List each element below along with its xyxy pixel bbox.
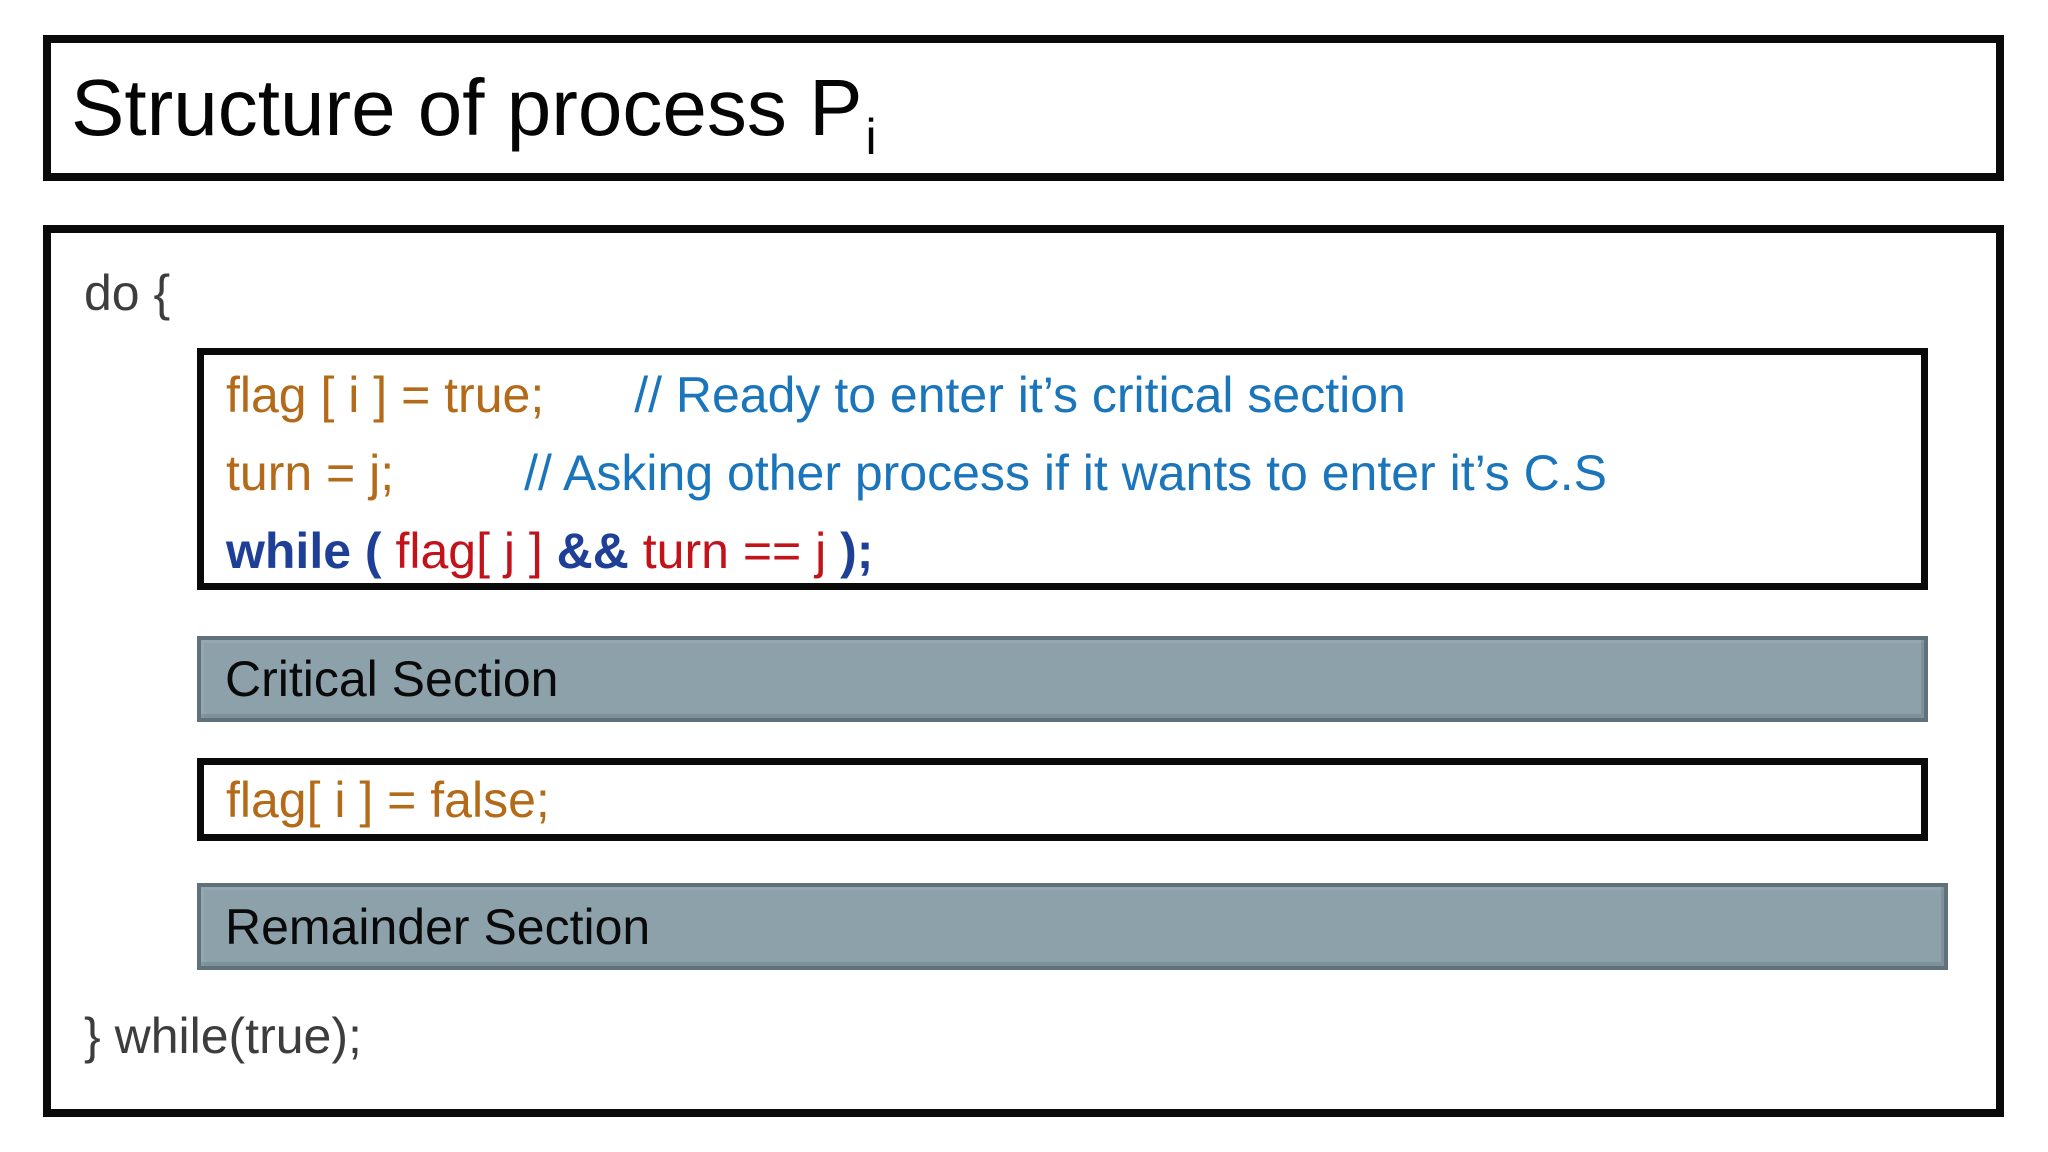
code-and-operator: && [556, 523, 643, 579]
page-title: Structure of process Pi [71, 62, 877, 165]
entry-section-code-box: flag [ i ] = true; // Ready to enter it’s… [197, 348, 1928, 590]
code-turn-j: turn = j; [226, 445, 395, 501]
code-flag-j-condition: flag[ j ] [395, 523, 557, 579]
code-flag-i-true: flag [ i ] = true; [226, 367, 545, 423]
code-line-while-wait: while ( flag[ j ] && turn == j ); [226, 512, 1921, 590]
comment-ready-to-enter: // Ready to enter it’s critical section [634, 367, 1406, 423]
code-line-turn-j: turn = j; // Asking other process if it w… [226, 434, 1921, 512]
do-loop-close-label: } while(true); [84, 1008, 362, 1064]
title-subscript: i [865, 109, 877, 165]
remainder-section-label: Remainder Section [225, 898, 651, 955]
critical-section-bar: Critical Section [197, 636, 1928, 722]
code-flag-i-false: flag[ i ] = false; [226, 771, 550, 828]
title-box: Structure of process Pi [43, 35, 2004, 181]
remainder-section-bar: Remainder Section [197, 883, 1948, 970]
code-while-keyword: while ( [226, 523, 396, 579]
code-turn-equals-j-condition: turn == j [642, 523, 841, 579]
critical-section-label: Critical Section [225, 651, 559, 707]
code-close-paren-semicolon: ); [840, 523, 874, 579]
code-line-flag-true: flag [ i ] = true; // Ready to enter it’s… [226, 356, 1921, 434]
exit-section-code-box: flag[ i ] = false; [197, 758, 1928, 841]
do-loop-open-label: do { [84, 265, 171, 321]
title-main-text: Structure of process P [71, 63, 863, 152]
comment-asking-other-process: // Asking other process if it wants to e… [524, 445, 1608, 501]
